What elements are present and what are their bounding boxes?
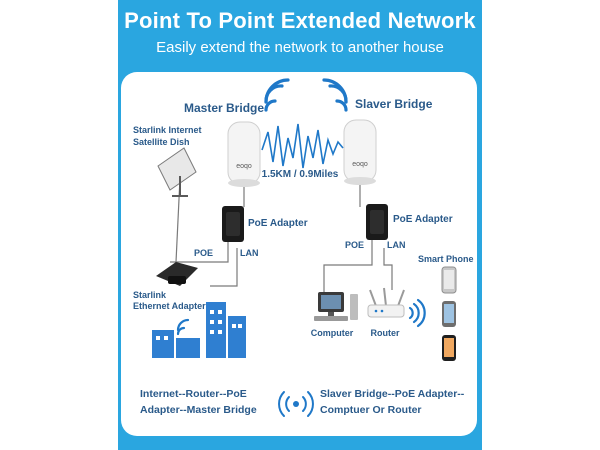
cable-lan-right	[383, 248, 393, 290]
smartphone-icon	[441, 266, 457, 294]
computer-label: Computer	[311, 328, 354, 338]
ethernet-adapter-label-line1: Starlink	[133, 290, 167, 300]
slaver-bridge-label: Slaver Bridge	[355, 97, 433, 111]
building-windows	[156, 310, 242, 340]
router-icon	[367, 287, 405, 318]
router-label: Router	[371, 328, 400, 338]
poe-port-right-label: POE	[345, 240, 364, 250]
caption-right-line1: Slaver Bridge--PoE Adapter--	[320, 388, 465, 400]
lan-port-left-label: LAN	[240, 248, 259, 258]
smartphone-icon	[442, 301, 456, 327]
cables	[170, 177, 393, 292]
satellite-dish-label-line1: Starlink Internet	[133, 125, 202, 135]
poe-adapter-icon	[222, 206, 244, 242]
wifi-icon	[264, 78, 290, 112]
smart-phone-label: Smart Phone	[418, 254, 474, 264]
poe-port-left-label: POE	[194, 248, 213, 258]
link-distance-label: 1.5KM / 0.9Miles	[262, 169, 339, 180]
page-title: Point To Point Extended Network	[124, 8, 476, 33]
lan-port-right-label: LAN	[387, 240, 406, 250]
bridge-icon: eoqo	[227, 121, 261, 187]
bridge-icon: eoqo	[343, 119, 377, 185]
ethernet-adapter-label-line2: Ethernet Adapter	[133, 301, 206, 311]
poe-adapter-left-label: PoE Adapter	[248, 218, 308, 229]
smartphone-icon	[442, 335, 456, 361]
cable-poe-right	[323, 240, 373, 292]
wireless-link-wave	[261, 123, 344, 169]
wifi-icon	[176, 318, 190, 336]
wifi-icon	[322, 78, 348, 112]
master-bridge-label: Master Bridge	[184, 101, 264, 115]
broadcast-icon	[278, 391, 314, 417]
slaver-bridge-brand: eoqo	[352, 161, 368, 168]
caption-right-line2: Comptuer Or Router	[320, 404, 422, 416]
cable-poe-lan-left	[210, 248, 238, 287]
computer-icon	[314, 292, 358, 321]
caption-left-line2: Adapter--Master Bridge	[140, 404, 257, 416]
cable-poe-to-ethernet-adapter	[170, 240, 229, 263]
satellite-dish-label-line2: Satellite Dish	[133, 137, 190, 147]
wifi-icon	[408, 298, 426, 328]
poe-adapter-right-label: PoE Adapter	[393, 214, 453, 225]
page-subtitle: Easily extend the network to another hou…	[156, 39, 444, 56]
satellite-dish-icon	[157, 147, 197, 197]
ethernet-adapter-icon	[156, 262, 198, 286]
master-bridge-brand: eoqo	[236, 163, 252, 170]
poe-adapter-icon	[366, 204, 388, 240]
caption-left-line1: Internet--Router--PoE	[140, 388, 247, 400]
